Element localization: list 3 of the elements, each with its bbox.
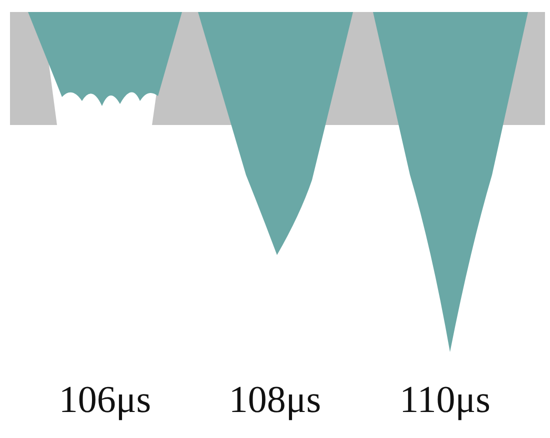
time-label: 110μs <box>398 378 492 422</box>
time-label: 106μs <box>58 378 152 422</box>
time-label: 108μs <box>228 378 322 422</box>
